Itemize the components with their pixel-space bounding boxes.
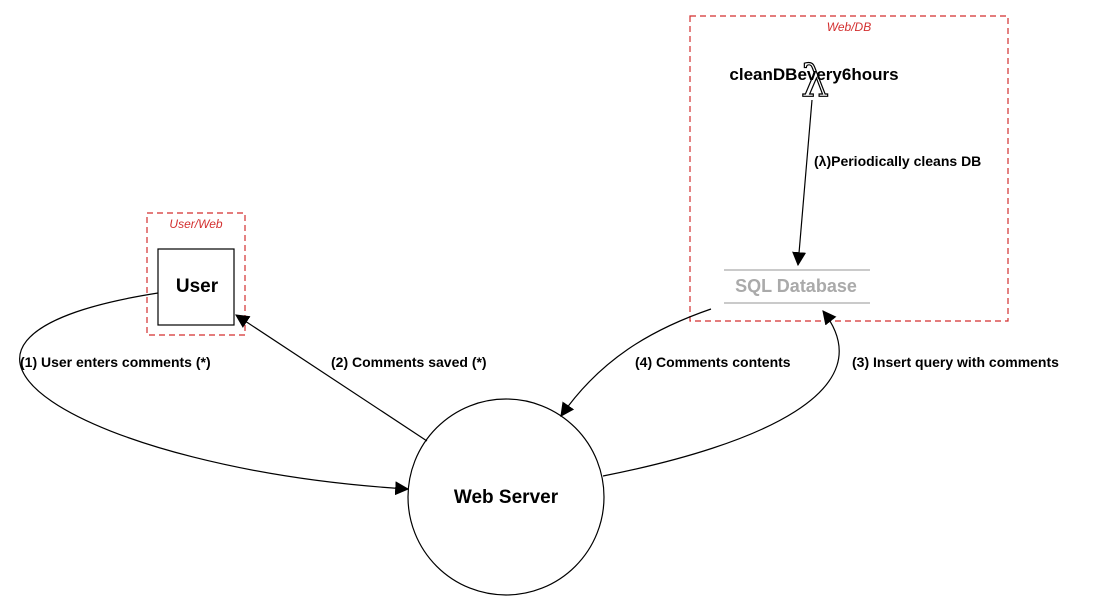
flow-1-arrow[interactable] [19, 292, 410, 496]
flow-lambda-label: (λ)Periodically cleans DB [814, 153, 981, 169]
web-server-node[interactable] [407, 398, 605, 596]
flow-4-arrow[interactable] [560, 308, 712, 417]
boundary-web-db [689, 15, 1009, 322]
user-label: User [176, 276, 219, 297]
flow-2-arrow[interactable] [235, 314, 428, 442]
flow-4-label: (4) Comments contents [635, 354, 791, 370]
lambda-node[interactable]: λ cleanDBevery6hours [729, 55, 898, 107]
boundary-user-web-label: User/Web [169, 217, 222, 231]
flow-3-label: (3) Insert query with comments [852, 354, 1059, 370]
flow-2-label: (2) Comments saved (*) [331, 354, 487, 370]
web-server-label: Web Server [454, 487, 559, 508]
lambda-label: cleanDBevery6hours [729, 65, 898, 84]
sql-database-label: SQL Database [735, 276, 857, 296]
lambda-icon: λ [801, 56, 829, 107]
flow-3-arrow[interactable] [602, 310, 840, 477]
flow-lambda-arrow[interactable] [792, 99, 813, 267]
flow-1-label: (1) User enters comments (*) [20, 354, 211, 370]
sql-database-node[interactable]: SQL Database [724, 269, 870, 304]
user-node[interactable] [157, 248, 235, 326]
boundary-web-db-label: Web/DB [827, 20, 871, 34]
